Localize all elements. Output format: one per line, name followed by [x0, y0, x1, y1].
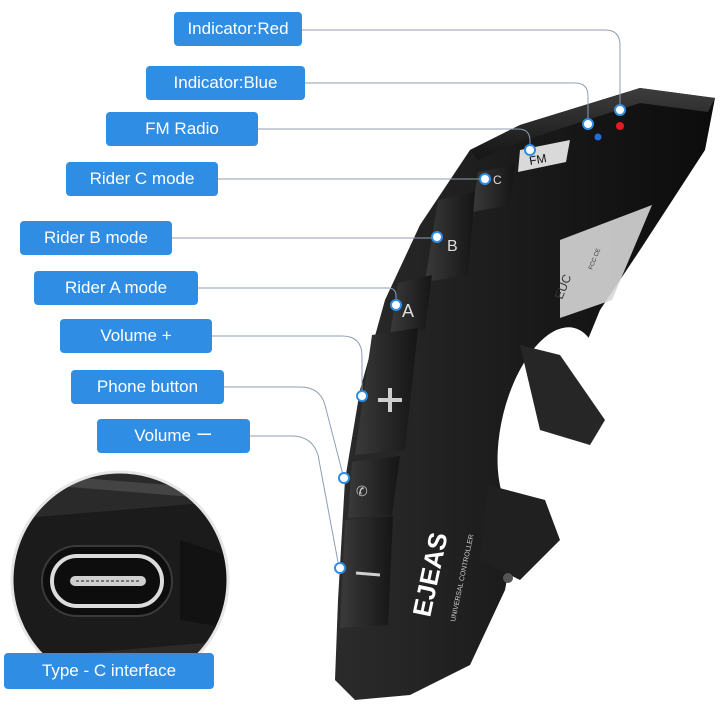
phone-symbol: ✆	[356, 484, 368, 500]
clamp-lower	[480, 485, 560, 580]
label-fm-radio: FM Radio	[106, 112, 258, 146]
button-b	[425, 192, 475, 282]
label-phone-button: Phone button	[71, 370, 224, 404]
fm-button-label: FM	[528, 151, 547, 168]
plus-symbol	[378, 388, 402, 412]
button-a	[390, 275, 432, 335]
label-indicator-red: Indicator:Red	[174, 12, 302, 46]
clamp-inner	[520, 345, 605, 445]
leader-lines	[172, 29, 621, 563]
minus-symbol	[355, 571, 381, 577]
label-rider-c: Rider C mode	[66, 162, 218, 196]
button-c-label: C	[493, 173, 502, 187]
label-volume-plus: Volume +	[60, 319, 212, 353]
volume-plus-button	[355, 328, 418, 455]
hinge-screw	[503, 573, 513, 583]
controller-top-edge	[470, 88, 715, 160]
indicator-blue-led	[594, 133, 602, 141]
leader-dots	[334, 104, 626, 574]
label-rider-b: Rider B mode	[20, 221, 172, 255]
label-rider-a: Rider A mode	[34, 271, 198, 305]
button-a-label: A	[402, 301, 414, 321]
label-type-c: Type - C interface	[4, 653, 214, 689]
phone-button	[348, 456, 400, 518]
button-b-label: B	[447, 238, 458, 255]
indicator-red-led	[616, 122, 624, 130]
usb-c-port	[50, 554, 164, 608]
label-indicator-blue: Indicator:Blue	[146, 66, 305, 100]
volume-minus-button	[340, 516, 393, 628]
device-sticker	[560, 205, 652, 318]
label-volume-minus: Volume ー	[97, 419, 250, 453]
